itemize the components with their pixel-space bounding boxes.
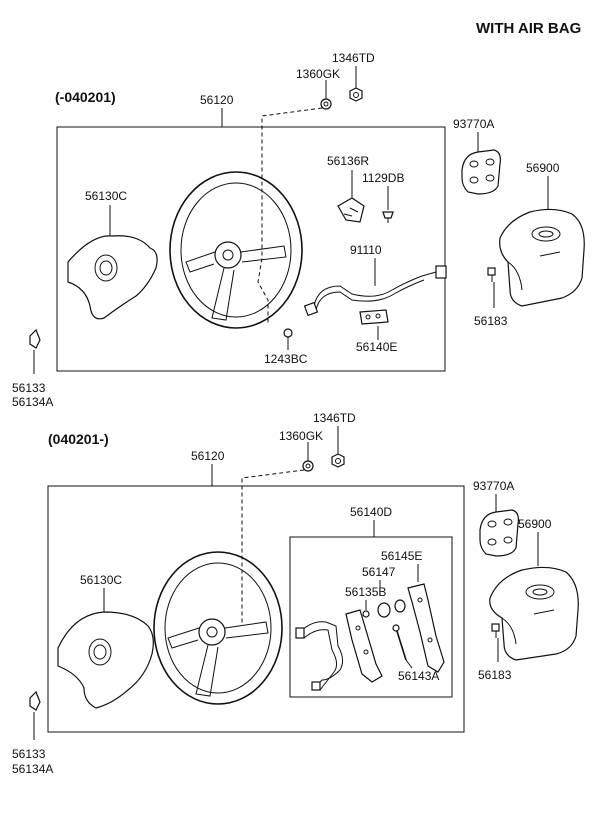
top-range-label: (-040201) — [55, 89, 116, 105]
top-label-pad: 56130C — [85, 189, 127, 203]
bottom-airbag-bolt-icon — [491, 623, 500, 638]
bottom-label-cap-a: 56133 — [12, 747, 46, 761]
bottom-label-washer: 1360GK — [279, 429, 323, 443]
bottom-pin-icon — [392, 624, 407, 661]
top-washer-icon — [320, 98, 332, 110]
bottom-switch-plate-left-icon — [345, 609, 383, 683]
top-label-screw: 1129DB — [362, 171, 404, 185]
bottom-washer-icon — [302, 460, 314, 472]
bottom-bushing-icon — [362, 599, 406, 618]
bottom-label-nut: 1346TD — [313, 411, 356, 425]
top-switch-plate-icon — [359, 309, 389, 325]
bottom-label-pad: 56130C — [80, 573, 122, 587]
top-label-switch-plate: 56140E — [356, 340, 397, 354]
bottom-label-contact: 56145E — [381, 549, 422, 563]
bottom-horn-pad-icon — [57, 611, 154, 709]
bottom-nut-icon — [331, 453, 345, 468]
top-label-cap-b: 56134A — [12, 395, 53, 409]
top-label-wheel: 56120 — [200, 93, 234, 107]
bottom-centerline — [241, 469, 305, 624]
bottom-label-switch-assy: 56140D — [350, 505, 392, 519]
top-bracket-icon — [337, 197, 365, 223]
top-screw-icon — [382, 211, 394, 223]
top-label-washer: 1360GK — [296, 67, 340, 81]
top-label-nut: 1346TD — [332, 51, 375, 65]
top-steering-wheel-icon — [169, 171, 303, 329]
top-assembly-frame — [56, 126, 446, 372]
bottom-label-airbag-bolt: 56183 — [478, 668, 512, 682]
bottom-steering-wheel-icon — [153, 551, 283, 705]
top-cap-icon — [29, 328, 41, 349]
top-airbag-bolt-icon — [487, 267, 496, 282]
top-label-bolt: 1243BC — [264, 352, 308, 366]
bottom-contact-plate-icon — [407, 583, 445, 673]
bottom-airbag-module-icon — [489, 566, 579, 661]
top-label-cap-a: 56133 — [12, 381, 46, 395]
top-label-airbag-module: 56900 — [526, 161, 560, 175]
top-airbag-module-icon — [499, 208, 585, 307]
bottom-assembly-frame — [47, 485, 465, 733]
bottom-switch-assy-frame — [289, 536, 453, 698]
top-wire-harness-icon — [303, 265, 447, 317]
bottom-label-airbag-module: 56900 — [518, 517, 552, 531]
top-label-remote-switch: 93770A — [453, 117, 494, 131]
bottom-label-pin: 56143A — [398, 669, 439, 683]
bottom-label-wheel: 56120 — [191, 449, 225, 463]
bottom-remote-switch-icon — [479, 509, 519, 557]
bottom-cap-icon — [29, 690, 41, 711]
top-remote-switch-icon — [461, 149, 501, 195]
top-bolt-icon — [283, 328, 293, 343]
top-label-harness: 91110 — [350, 243, 382, 257]
top-label-airbag-bolt: 56183 — [474, 314, 508, 328]
bottom-label-remote-switch: 93770A — [473, 479, 514, 493]
bottom-wiring-icon — [295, 621, 344, 691]
bottom-range-label: (040201-) — [48, 431, 109, 447]
bottom-label-spring: 56147 — [362, 565, 396, 579]
header-title: WITH AIR BAG — [476, 20, 581, 37]
top-centerline — [257, 107, 323, 324]
bottom-label-bushing: 56135B — [345, 585, 386, 599]
top-horn-pad-icon — [67, 235, 158, 320]
top-label-bracket: 56136R — [327, 154, 369, 168]
bottom-label-cap-b: 56134A — [12, 762, 53, 776]
top-nut-icon — [349, 87, 363, 102]
